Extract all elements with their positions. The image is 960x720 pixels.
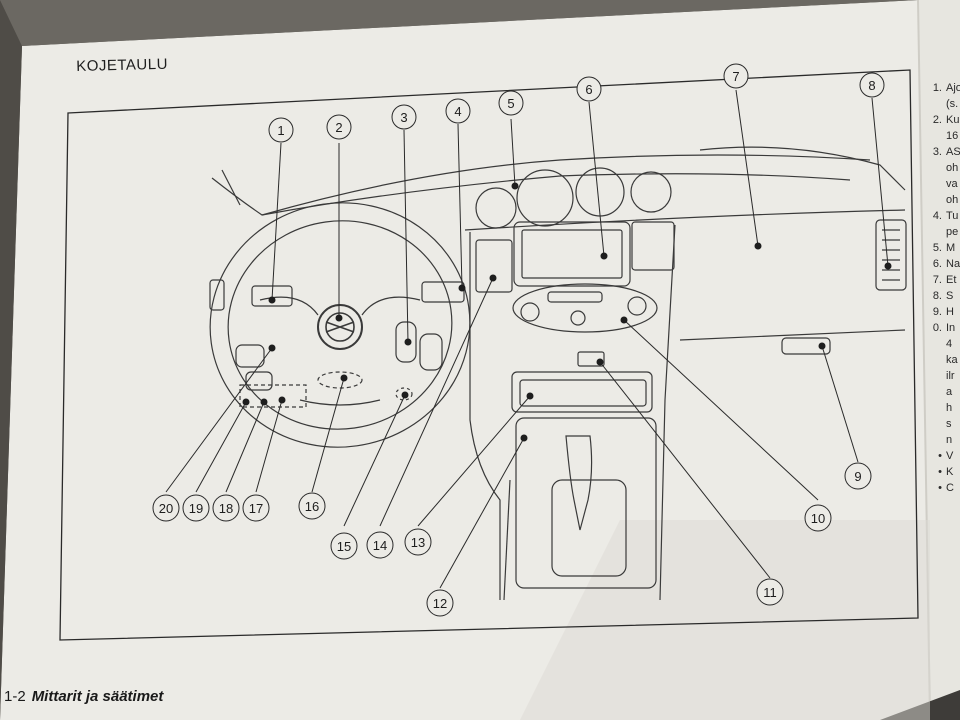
list-item: •V [938, 450, 954, 462]
svg-text:12: 12 [433, 596, 447, 611]
svg-text:4: 4 [454, 104, 461, 119]
dashboard-drawing [209, 146, 907, 601]
callout-19: 19 [182, 494, 210, 522]
list-item: •C [938, 482, 954, 494]
callout-12: 12 [426, 589, 454, 617]
callout-2: 2 [326, 114, 352, 140]
callout-8: 8 [859, 72, 885, 98]
callout-14: 14 [366, 531, 394, 559]
page-footer: 1-2 Mittarit ja säätimet [4, 688, 163, 705]
callout-16: 16 [298, 492, 326, 520]
svg-text:20: 20 [159, 501, 173, 516]
svg-text:9: 9 [854, 469, 861, 484]
section-title: Mittarit ja säätimet [31, 688, 164, 705]
svg-text:5: 5 [507, 96, 514, 111]
callout-6: 6 [576, 76, 602, 102]
list-item: 3.AS [932, 146, 960, 158]
svg-text:16: 16 [305, 499, 319, 514]
list-item: va [946, 178, 958, 190]
callout-17: 17 [242, 494, 270, 522]
list-item: 1.Ajo [932, 82, 960, 94]
diagram-frame [59, 69, 919, 641]
callout-10: 10 [804, 504, 832, 532]
list-item: 9.H [932, 306, 954, 318]
svg-text:6: 6 [585, 82, 592, 97]
callout-20: 20 [152, 494, 180, 522]
svg-text:10: 10 [811, 511, 825, 526]
list-item: oh [946, 194, 959, 206]
list-item: 2.Ku [932, 114, 960, 126]
svg-text:11: 11 [763, 585, 777, 600]
list-item: h [946, 402, 953, 414]
callout-18: 18 [212, 494, 240, 522]
svg-text:1: 1 [277, 123, 284, 138]
callout-1: 1 [268, 117, 294, 143]
callout-13: 13 [404, 528, 432, 556]
callout-5: 5 [498, 90, 524, 116]
svg-text:14: 14 [373, 538, 387, 553]
list-item: 4.Tu [932, 210, 959, 222]
svg-text:15: 15 [337, 539, 351, 554]
svg-text:19: 19 [189, 501, 203, 516]
list-item: 7.Et [932, 274, 957, 286]
right-page-list: 1.Ajo (s. 2.Ku 16 3.AS oh va oh 4.Tu pe … [926, 80, 960, 496]
callout-3: 3 [391, 104, 417, 130]
callout-7: 7 [723, 63, 749, 89]
list-item: 4 [946, 338, 953, 350]
svg-text:17: 17 [249, 501, 263, 516]
callout-4: 4 [445, 98, 471, 124]
list-item: ka [946, 354, 958, 366]
list-item: a [946, 386, 953, 398]
list-item: n [946, 434, 953, 446]
list-item: 8.S [932, 290, 954, 302]
list-item: oh [946, 162, 959, 174]
callout-15: 15 [330, 532, 358, 560]
list-item: •K [938, 466, 954, 478]
list-item: (s. [946, 98, 959, 110]
list-item: 6.Na [932, 258, 960, 270]
svg-text:7: 7 [732, 69, 739, 84]
page-number: 1-2 [4, 688, 26, 705]
callout-11: 11 [756, 578, 784, 606]
svg-text:2: 2 [335, 120, 342, 135]
callout-leaders [165, 89, 889, 589]
svg-text:13: 13 [411, 535, 425, 550]
svg-text:18: 18 [219, 501, 233, 516]
list-item: 5.M [932, 242, 956, 254]
list-item: ilr [946, 370, 955, 382]
callout-dots [242, 182, 892, 442]
list-item: 0.In [932, 322, 956, 334]
callout-9: 9 [844, 462, 872, 490]
list-item: 16 [946, 130, 959, 142]
svg-text:3: 3 [400, 110, 407, 125]
svg-text:8: 8 [868, 78, 875, 93]
list-item: pe [946, 226, 959, 238]
list-item: s [946, 418, 952, 430]
